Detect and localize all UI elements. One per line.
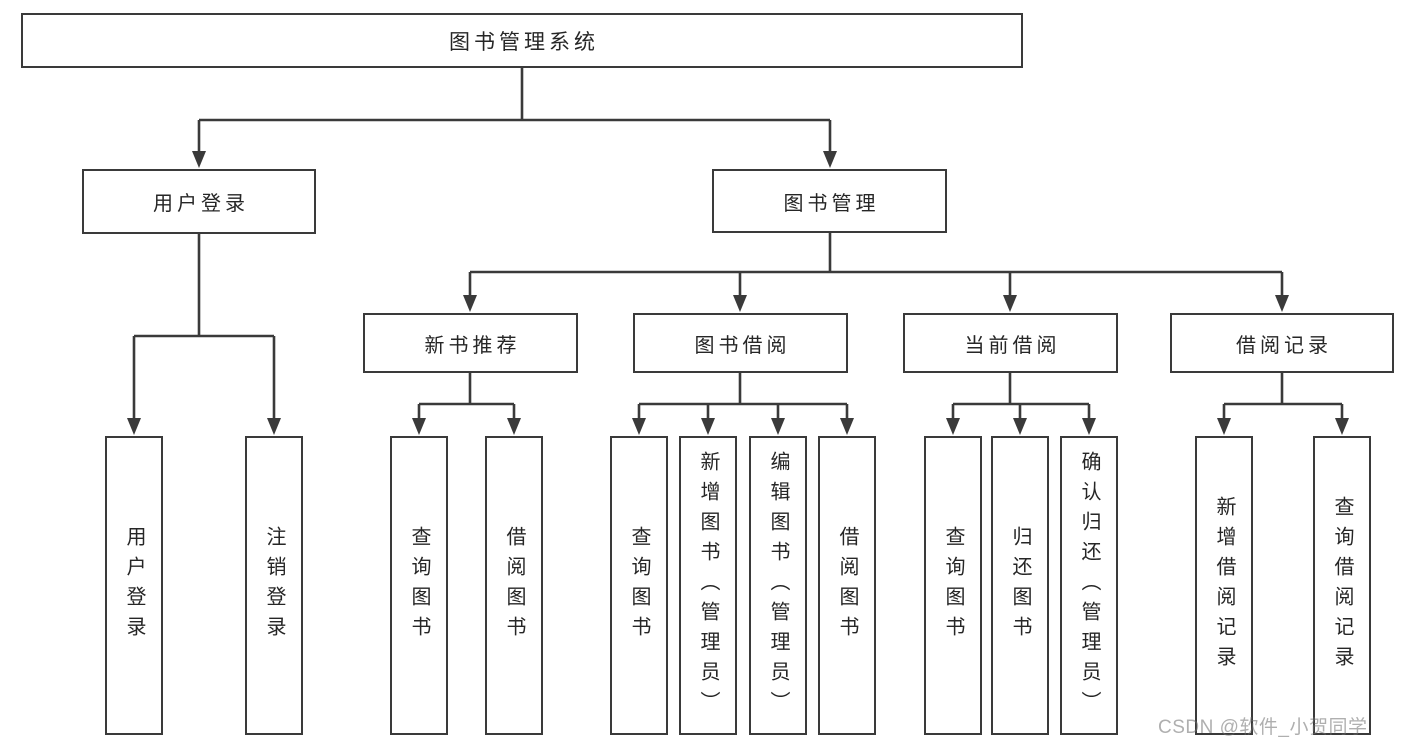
node-new-book-recommend-label: 新书推荐 xyxy=(424,334,521,357)
node-borrow-record: 借阅记录 xyxy=(1170,313,1394,373)
node-book-borrow-label: 图书借阅 xyxy=(694,334,791,357)
leaf-borrow-book-label: 借阅图书 xyxy=(836,525,858,646)
leaf-return-book: 归还图书 xyxy=(991,436,1049,735)
arrowhead xyxy=(1335,418,1349,435)
node-current-borrow-label: 当前借阅 xyxy=(964,334,1061,357)
node-borrow-record-label: 借阅记录 xyxy=(1236,334,1332,357)
csdn-watermark: CSDN @软件_小贺同学 xyxy=(1158,717,1368,738)
leaf-add-book-admin-label: 新增图书（管理员） xyxy=(697,450,719,721)
leaf-logout: 注销登录 xyxy=(245,436,303,735)
leaf-query-borrow-record: 查询借阅记录 xyxy=(1313,436,1371,735)
arrowhead xyxy=(507,418,521,435)
arrowhead xyxy=(1275,295,1289,312)
leaf-return-book-label: 归还图书 xyxy=(1009,525,1031,646)
arrowhead xyxy=(632,418,646,435)
leaf-user-login-label: 用户登录 xyxy=(123,525,145,646)
leaf-query-borrow-record-label: 查询借阅记录 xyxy=(1331,495,1353,676)
leaf-query-current-borrow: 查询图书 xyxy=(924,436,982,735)
leaf-query-current-borrow-label: 查询图书 xyxy=(942,525,964,646)
leaf-borrow-book-recommend-label: 借阅图书 xyxy=(503,525,525,646)
leaf-add-borrow-record-label: 新增借阅记录 xyxy=(1213,495,1235,676)
node-new-book-recommend: 新书推荐 xyxy=(363,313,578,373)
node-user-login-label: 用户登录 xyxy=(153,193,249,215)
connector-leaf-branches xyxy=(417,373,1344,420)
leaf-confirm-return-admin-label: 确认归还（管理员） xyxy=(1078,450,1100,721)
leaf-query-book-recommend-label: 查询图书 xyxy=(408,525,430,646)
leaf-user-login: 用户登录 xyxy=(105,436,163,735)
leaf-edit-book-admin: 编辑图书（管理员） xyxy=(749,436,807,735)
leaf-add-book-admin: 新增图书（管理员） xyxy=(679,436,737,735)
leaf-logout-label: 注销登录 xyxy=(263,525,285,646)
arrowhead xyxy=(127,418,141,435)
node-book-management: 图书管理 xyxy=(712,169,947,233)
leaf-add-borrow-record: 新增借阅记录 xyxy=(1195,436,1253,735)
connector-user-login-branch xyxy=(132,234,276,420)
arrowhead xyxy=(771,418,785,435)
leaf-query-book-borrow: 查询图书 xyxy=(610,436,668,735)
leaf-borrow-book-recommend: 借阅图书 xyxy=(485,436,543,735)
node-user-login: 用户登录 xyxy=(82,169,316,234)
arrowhead xyxy=(1082,418,1096,435)
leaf-confirm-return-admin: 确认归还（管理员） xyxy=(1060,436,1118,735)
arrowhead xyxy=(412,418,426,435)
node-book-borrow: 图书借阅 xyxy=(633,313,848,373)
arrowhead xyxy=(267,418,281,435)
arrowhead xyxy=(463,295,477,312)
arrowhead xyxy=(701,418,715,435)
arrowhead xyxy=(733,295,747,312)
connector-book-management-branch xyxy=(468,233,1284,297)
arrowhead xyxy=(840,418,854,435)
node-root-label: 图书管理系统 xyxy=(449,30,599,54)
node-book-management-label: 图书管理 xyxy=(783,192,880,215)
leaf-borrow-book: 借阅图书 xyxy=(818,436,876,735)
arrowhead xyxy=(946,418,960,435)
arrowhead xyxy=(1013,418,1027,435)
connector-root-branch xyxy=(197,68,832,153)
node-current-borrow: 当前借阅 xyxy=(903,313,1118,373)
leaf-query-book-recommend: 查询图书 xyxy=(390,436,448,735)
arrowhead xyxy=(1217,418,1231,435)
arrowhead xyxy=(823,151,837,168)
leaf-edit-book-admin-label: 编辑图书（管理员） xyxy=(767,450,789,721)
arrowhead xyxy=(192,151,206,168)
node-root: 图书管理系统 xyxy=(21,13,1023,68)
leaf-query-book-borrow-label: 查询图书 xyxy=(628,525,650,646)
arrowhead xyxy=(1003,295,1017,312)
